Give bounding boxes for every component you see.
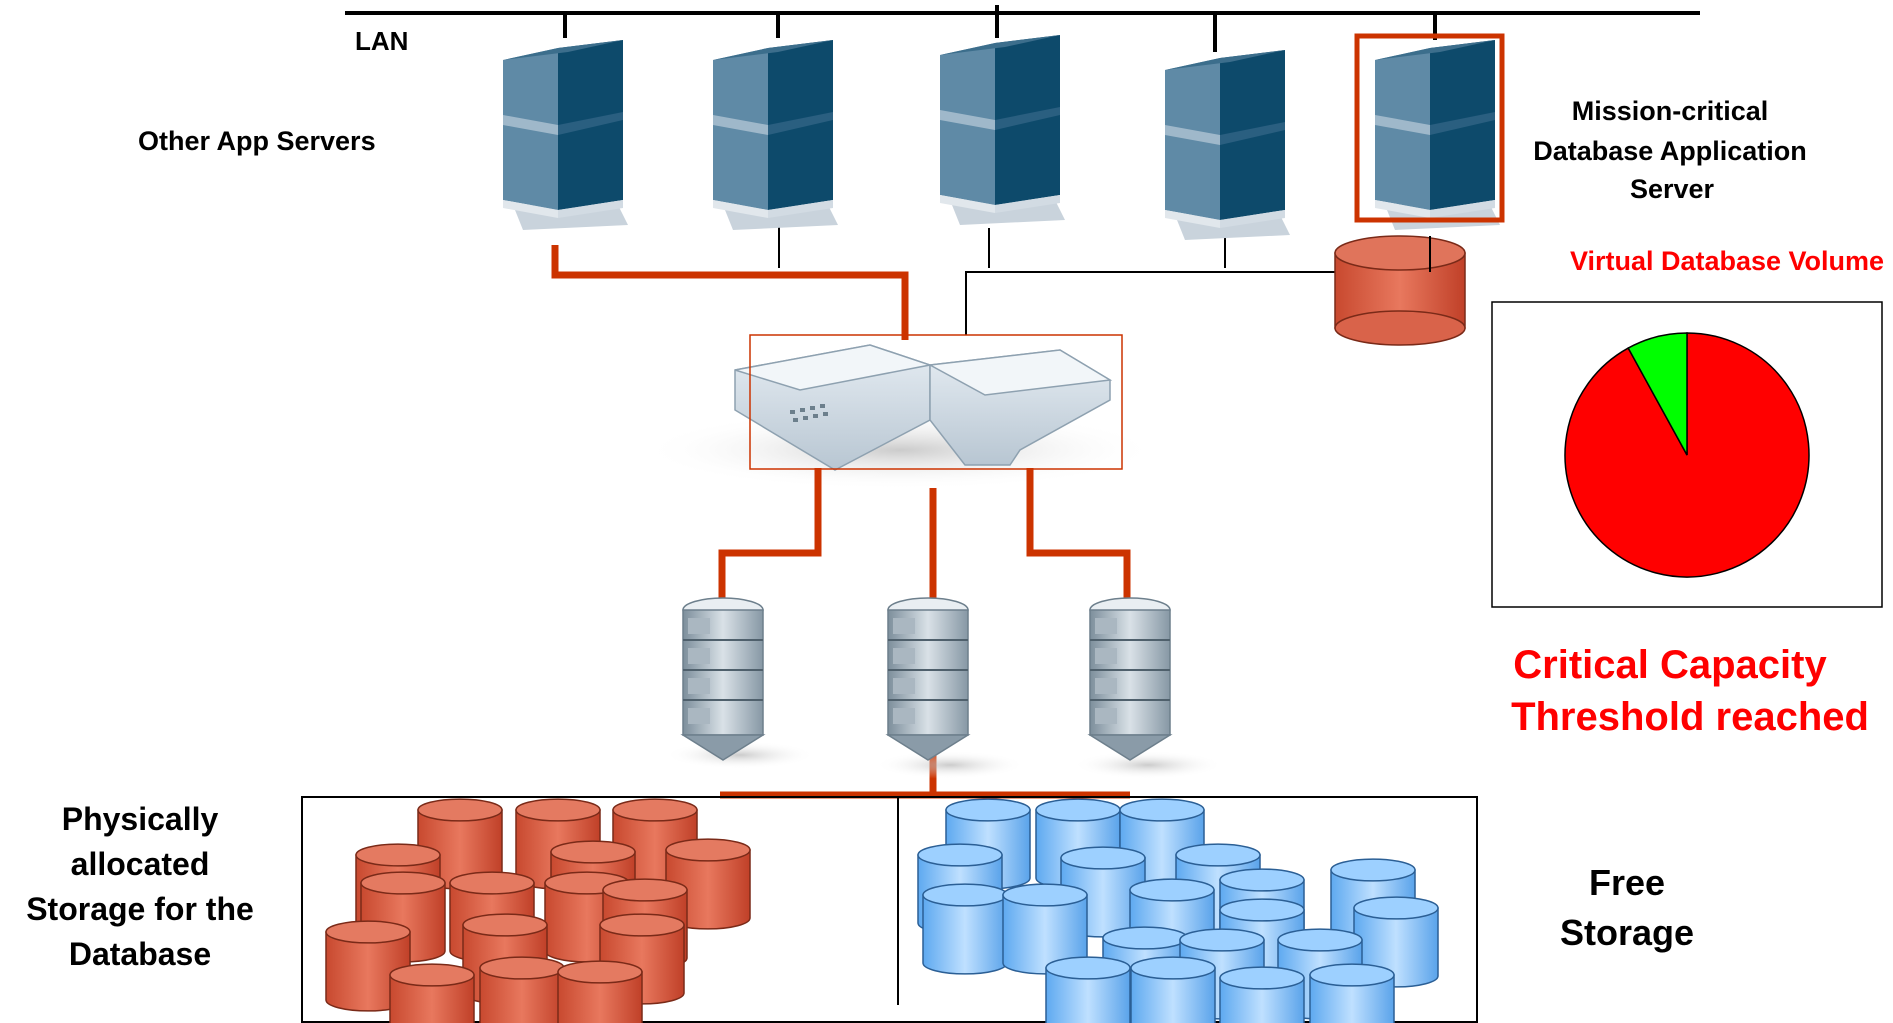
svg-text:Free: Free	[1589, 862, 1665, 903]
app-server-3[interactable]	[940, 35, 1065, 225]
san-links-top	[551, 245, 909, 340]
cylinder-disk-icon	[557, 960, 643, 1023]
svg-text:Storage: Storage	[1560, 912, 1694, 953]
virtual-volume-label: Virtual Database Volume	[1570, 246, 1884, 276]
capacity-pie-chart	[1491, 301, 1883, 608]
svg-text:Storage for the: Storage for the	[26, 891, 254, 927]
tower-server-icon	[940, 35, 1065, 225]
svg-text:Database: Database	[69, 936, 211, 972]
virtual-database-volume[interactable]	[1334, 235, 1466, 346]
mission-critical-highlight-box	[1354, 33, 1505, 223]
app-server-2[interactable]	[713, 40, 838, 230]
svg-text:allocated: allocated	[71, 846, 210, 882]
lan-backbone	[345, 5, 1700, 52]
switch-frame	[749, 334, 1123, 470]
cylinder-disk-icon	[479, 956, 565, 1023]
mission-critical-label: Mission-critical Database Application Se…	[1533, 96, 1807, 204]
cylinder-disk-icon	[922, 883, 1008, 975]
svg-text:Database Application: Database Application	[1533, 136, 1807, 166]
app-server-1[interactable]	[503, 40, 628, 230]
svg-text:Threshold reached: Threshold reached	[1511, 695, 1869, 739]
svg-text:Mission-critical: Mission-critical	[1572, 96, 1769, 126]
free-storage-label: Free Storage	[1560, 862, 1694, 953]
physical-storage-label: Physically allocated Storage for the Dat…	[26, 801, 254, 972]
cylinder-disk-icon	[1130, 956, 1216, 1023]
svg-text:Physically: Physically	[62, 801, 219, 837]
other-app-servers-label: Other App Servers	[138, 126, 376, 156]
storage-array-2[interactable]	[875, 597, 1025, 779]
storage-pool	[301, 796, 1478, 1023]
disk-array-icon	[887, 597, 969, 761]
mission-critical-server[interactable]	[1354, 33, 1505, 230]
allocated-disks	[325, 798, 751, 1023]
free-disks	[917, 798, 1439, 1023]
cylinder-disk-icon	[1045, 956, 1131, 1023]
svg-text:Critical Capacity: Critical Capacity	[1513, 643, 1827, 687]
svg-text:Server: Server	[1630, 174, 1715, 204]
tower-server-icon	[503, 40, 628, 230]
pie-slices	[1564, 332, 1810, 578]
tower-server-icon	[713, 40, 838, 230]
critical-capacity-label: Critical Capacity Threshold reached	[1511, 643, 1869, 739]
cylinder-disk-icon	[1002, 883, 1088, 975]
cylinder-disk-icon	[389, 963, 475, 1023]
pie-slice-free	[1627, 332, 1688, 456]
tower-server-icon	[1375, 40, 1500, 230]
storage-array-3[interactable]	[1073, 597, 1223, 779]
lan-label: LAN	[355, 26, 408, 56]
cylinder-disk-icon	[599, 913, 685, 1005]
san-switch[interactable]	[640, 334, 1160, 490]
cylinder-disk-icon	[1219, 966, 1305, 1023]
app-server-4[interactable]	[1165, 50, 1290, 240]
tower-server-icon	[1165, 50, 1290, 240]
storage-pool-frame	[301, 796, 1478, 1023]
cylinder-disk-icon	[1309, 963, 1395, 1023]
disk-array-icon	[682, 597, 764, 761]
disk-array-icon	[1089, 597, 1171, 761]
storage-array-1[interactable]	[665, 597, 815, 769]
